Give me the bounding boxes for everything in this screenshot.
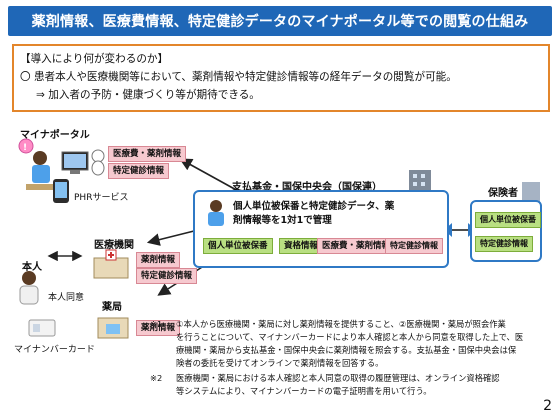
- note-1-line-3: 療機関・薬局から支払基金・国保中央会に薬剤情報を照会する。支払基金・国保中央会は…: [176, 345, 517, 355]
- note-1-mark: ※1: [150, 319, 163, 329]
- center-tag-4: 特定健診情報: [385, 238, 443, 254]
- person-icon: [19, 271, 39, 305]
- notes: ※1 ①本人から医療機関・薬局に対し薬剤情報を提供すること、②医療機関・薬局が照…: [150, 318, 550, 398]
- building-icon: [409, 170, 431, 194]
- intro-heading: 【導入により何が変わるのか】: [20, 53, 169, 65]
- page-title: 薬剤情報、医療費情報、特定健診データのマイナポータル等での閲覧の仕組み: [31, 14, 529, 30]
- hospital-label: 医療機関: [94, 240, 134, 251]
- intro-line-1: 〇 患者本人や医療機関等において、薬剤情報や特定健診情報等の経年データの閲覧が可…: [20, 71, 457, 83]
- insurer-box: 個人単位被保番 特定健診情報: [470, 200, 542, 262]
- center-title: 支払基金・国保中央会（国保連）: [232, 182, 382, 193]
- insurer-label: 保険者: [488, 188, 518, 199]
- note-2-mark: ※2: [150, 373, 163, 383]
- portal-label: マイナポータル: [20, 130, 90, 141]
- smartphone-icon: [53, 179, 69, 203]
- insurer-tag-1: 個人単位被保番: [475, 212, 541, 228]
- note-1-line-1: ①本人から医療機関・薬局に対し薬剤情報を提供すること、②医療機関・薬局が照会作業: [176, 319, 506, 329]
- consent-label: 本人同意: [48, 293, 85, 303]
- note-1-line-4: 険者の委託を受けてオンラインで薬剤情報を回答する。: [176, 358, 384, 368]
- insurer-tag-2: 特定健診情報: [475, 236, 533, 252]
- svg-text:!: !: [23, 143, 27, 153]
- person-label: 本人: [22, 262, 42, 273]
- pharmacy-label: 薬局: [102, 302, 122, 313]
- my-number-card-label: マイナンバーカード: [14, 345, 95, 355]
- id-card-icon: [28, 319, 56, 337]
- note-2-line-1: 医療機関・薬局における本人確認と本人同意の取得の履歴管理は、オンライン資格確認: [176, 373, 500, 383]
- arrow-to-portal: [179, 158, 241, 193]
- page-number: 2: [543, 398, 552, 414]
- hospital-tag-1: 薬剤情報: [136, 252, 181, 268]
- pharmacy-icon: [97, 317, 129, 339]
- arrow-to-hospital: [146, 229, 199, 246]
- title-bar: 薬剤情報、医療費情報、特定健診データのマイナポータル等での閲覧の仕組み: [8, 6, 552, 36]
- portal-tag-1: 医療費・薬剤情報: [108, 146, 187, 162]
- center-desc-line-1: 個人単位被保番と特定健診データ、薬: [233, 201, 395, 212]
- portal-illustration-icon: !: [18, 138, 105, 190]
- staff-icon: [208, 200, 224, 226]
- center-tag-1: 個人単位被保番: [203, 238, 273, 254]
- note-2-line-2: 等システムにより、マイナンバーカードの電子証明書を用いて行う。: [176, 386, 432, 396]
- center-desc-line-2: 剤情報等を1対1で管理: [233, 215, 332, 226]
- note-1-line-2: を行うことについて、マイナンバーカードにより本人確認と本人から同意を取得した上で…: [176, 332, 524, 342]
- portal-tag-2: 特定健診情報: [108, 163, 170, 179]
- center-tag-3: 医療費・薬剤情報: [317, 238, 396, 254]
- hospital-icon: [93, 249, 129, 279]
- insurer-building-icon: [522, 182, 540, 202]
- intro-box: 【導入により何が変わるのか】 〇 患者本人や医療機関等において、薬剤情報や特定健…: [12, 44, 550, 112]
- center-box: 個人単位被保番と特定健診データ、薬 剤情報等を1対1で管理 個人単位被保番 資格…: [193, 190, 449, 268]
- intro-line-2: ⇒ 加入者の予防・健康づくり等が期待できる。: [36, 89, 260, 101]
- hospital-tag-2: 特定健診情報: [136, 268, 198, 284]
- note-2: ※2 医療機関・薬局における本人確認と本人同意の取得の履歴管理は、オンライン資格…: [150, 372, 550, 398]
- note-1: ※1 ①本人から医療機関・薬局に対し薬剤情報を提供すること、②医療機関・薬局が照…: [150, 318, 550, 370]
- pharmacy-tag-1: 薬剤情報: [136, 320, 181, 336]
- phr-service-label: PHRサービス: [74, 193, 129, 203]
